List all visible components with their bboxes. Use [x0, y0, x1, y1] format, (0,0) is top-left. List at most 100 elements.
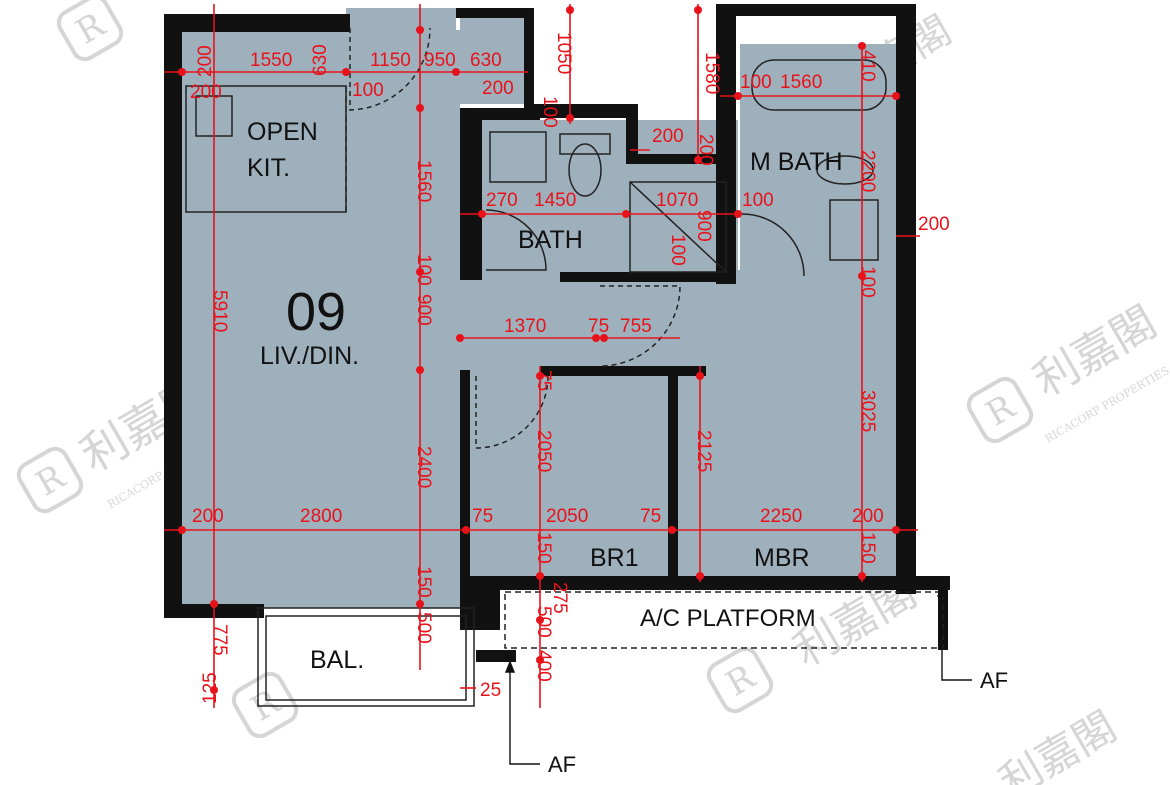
bath-area	[480, 120, 738, 280]
dim-label: 200	[852, 506, 884, 527]
dim-label: 950	[424, 50, 456, 71]
dim-label: 100	[857, 266, 878, 298]
dim-label: 2250	[760, 506, 802, 527]
dim-label: 900	[693, 210, 714, 242]
corridor-door-swing	[599, 285, 681, 367]
dim-marker	[892, 92, 900, 100]
dim-marker	[416, 600, 424, 608]
room-labels: OPEN KIT. 09 LIV./DIN. BATH M BATH BR1 M…	[247, 118, 1008, 777]
master-bedroom-label: MBR	[754, 544, 810, 572]
watermark-logo: R	[706, 646, 774, 714]
dim-marker	[416, 26, 424, 34]
svg-text:R: R	[719, 656, 762, 704]
dim-label: 75	[533, 370, 554, 391]
dim-label: 1450	[534, 190, 576, 211]
dim-marker	[592, 334, 600, 342]
dim-label: 150	[857, 532, 878, 564]
dim-marker	[694, 6, 702, 14]
dim-marker	[858, 572, 866, 580]
bath-basin	[489, 131, 547, 183]
dim-label: 100	[667, 234, 688, 266]
entrance-door-swing	[349, 27, 431, 111]
dim-label: 1050	[553, 32, 574, 74]
wall-bedroom-divider	[668, 366, 678, 584]
dim-label: 2050	[546, 506, 588, 527]
dim-marker	[210, 686, 218, 694]
af-leaders	[504, 584, 972, 765]
dim-marker	[536, 372, 544, 380]
dim-label: 1070	[656, 190, 698, 211]
dim-label: 775	[209, 624, 230, 656]
wall-bath-bottom	[560, 272, 736, 282]
dim-label: 2050	[533, 430, 554, 472]
dim-marker	[694, 156, 702, 164]
wall-top-store	[456, 8, 530, 18]
watermark-logo: R	[16, 446, 84, 514]
dim-marker	[622, 210, 630, 218]
dim-label: 100	[740, 72, 772, 93]
dim-label: 200	[482, 78, 514, 99]
wall-ac-right	[938, 576, 948, 650]
wall-bath-top	[534, 104, 634, 118]
dim-marker	[668, 526, 676, 534]
dim-marker	[536, 656, 544, 664]
store-area	[460, 18, 526, 104]
dim-label: 2400	[413, 446, 434, 488]
dim-marker	[462, 526, 470, 534]
room-fills	[182, 8, 900, 608]
dim-label: 2800	[300, 506, 342, 527]
dim-marker	[566, 6, 574, 14]
dim-label: 2125	[693, 430, 714, 472]
dim-marker	[178, 526, 186, 534]
wall-left	[164, 14, 182, 618]
dim-label: 270	[486, 190, 518, 211]
dim-label: 500	[413, 612, 434, 644]
dim-label: 25	[480, 680, 501, 701]
dimension-labels: 200 1550 630 1150 950 630 1050 1580 410 …	[190, 32, 950, 704]
bedroom-1-area	[470, 370, 672, 582]
living-dining-label: LIV./DIN.	[260, 342, 359, 370]
dim-label: 410	[857, 50, 878, 82]
dim-label: 900	[413, 294, 434, 326]
dim-label: 1550	[250, 50, 292, 71]
dim-marker	[696, 372, 704, 380]
shower-diagonal	[629, 181, 727, 273]
master-bedroom-area	[678, 370, 896, 582]
dim-marker	[566, 114, 574, 122]
dim-marker	[734, 210, 742, 218]
dim-label: 75	[588, 316, 609, 337]
walls	[164, 4, 950, 662]
dim-label: 150	[413, 566, 434, 598]
dim-label: 100	[742, 190, 774, 211]
wall-bedroom-top	[540, 366, 676, 376]
dim-marker	[858, 42, 866, 50]
af-label-bottom: AF	[548, 752, 576, 777]
dim-marker	[892, 526, 900, 534]
wall-mbath-top	[716, 4, 916, 16]
master-bath-area	[740, 44, 896, 274]
dim-marker	[416, 268, 424, 276]
af-arrow-right	[936, 584, 948, 597]
open-kitchen-label-1: OPEN	[247, 118, 318, 146]
dim-label: 1580	[701, 52, 722, 94]
wall-stub2	[476, 650, 516, 662]
wall-notch	[626, 104, 638, 154]
balcony-outline	[257, 607, 475, 707]
dim-label: 400	[533, 650, 554, 682]
ac-platform-box	[504, 591, 944, 649]
dim-markers	[178, 6, 900, 694]
af-label-right: AF	[980, 668, 1008, 693]
af-arrow-bottom	[504, 660, 516, 673]
dim-label: 150	[533, 532, 554, 564]
svg-text:R: R	[29, 456, 72, 504]
dim-label: 630	[470, 50, 502, 71]
dim-label: 1560	[780, 72, 822, 93]
wall-mbr-top	[676, 366, 706, 376]
wall-bath-top2	[460, 108, 540, 120]
mbath-toilet-icon	[816, 155, 874, 185]
dim-marker	[536, 616, 544, 624]
bath-door-swing	[485, 209, 547, 271]
bath-label: BATH	[518, 226, 583, 254]
dim-label: 100	[352, 80, 384, 101]
af-leader-bottom	[509, 672, 540, 765]
